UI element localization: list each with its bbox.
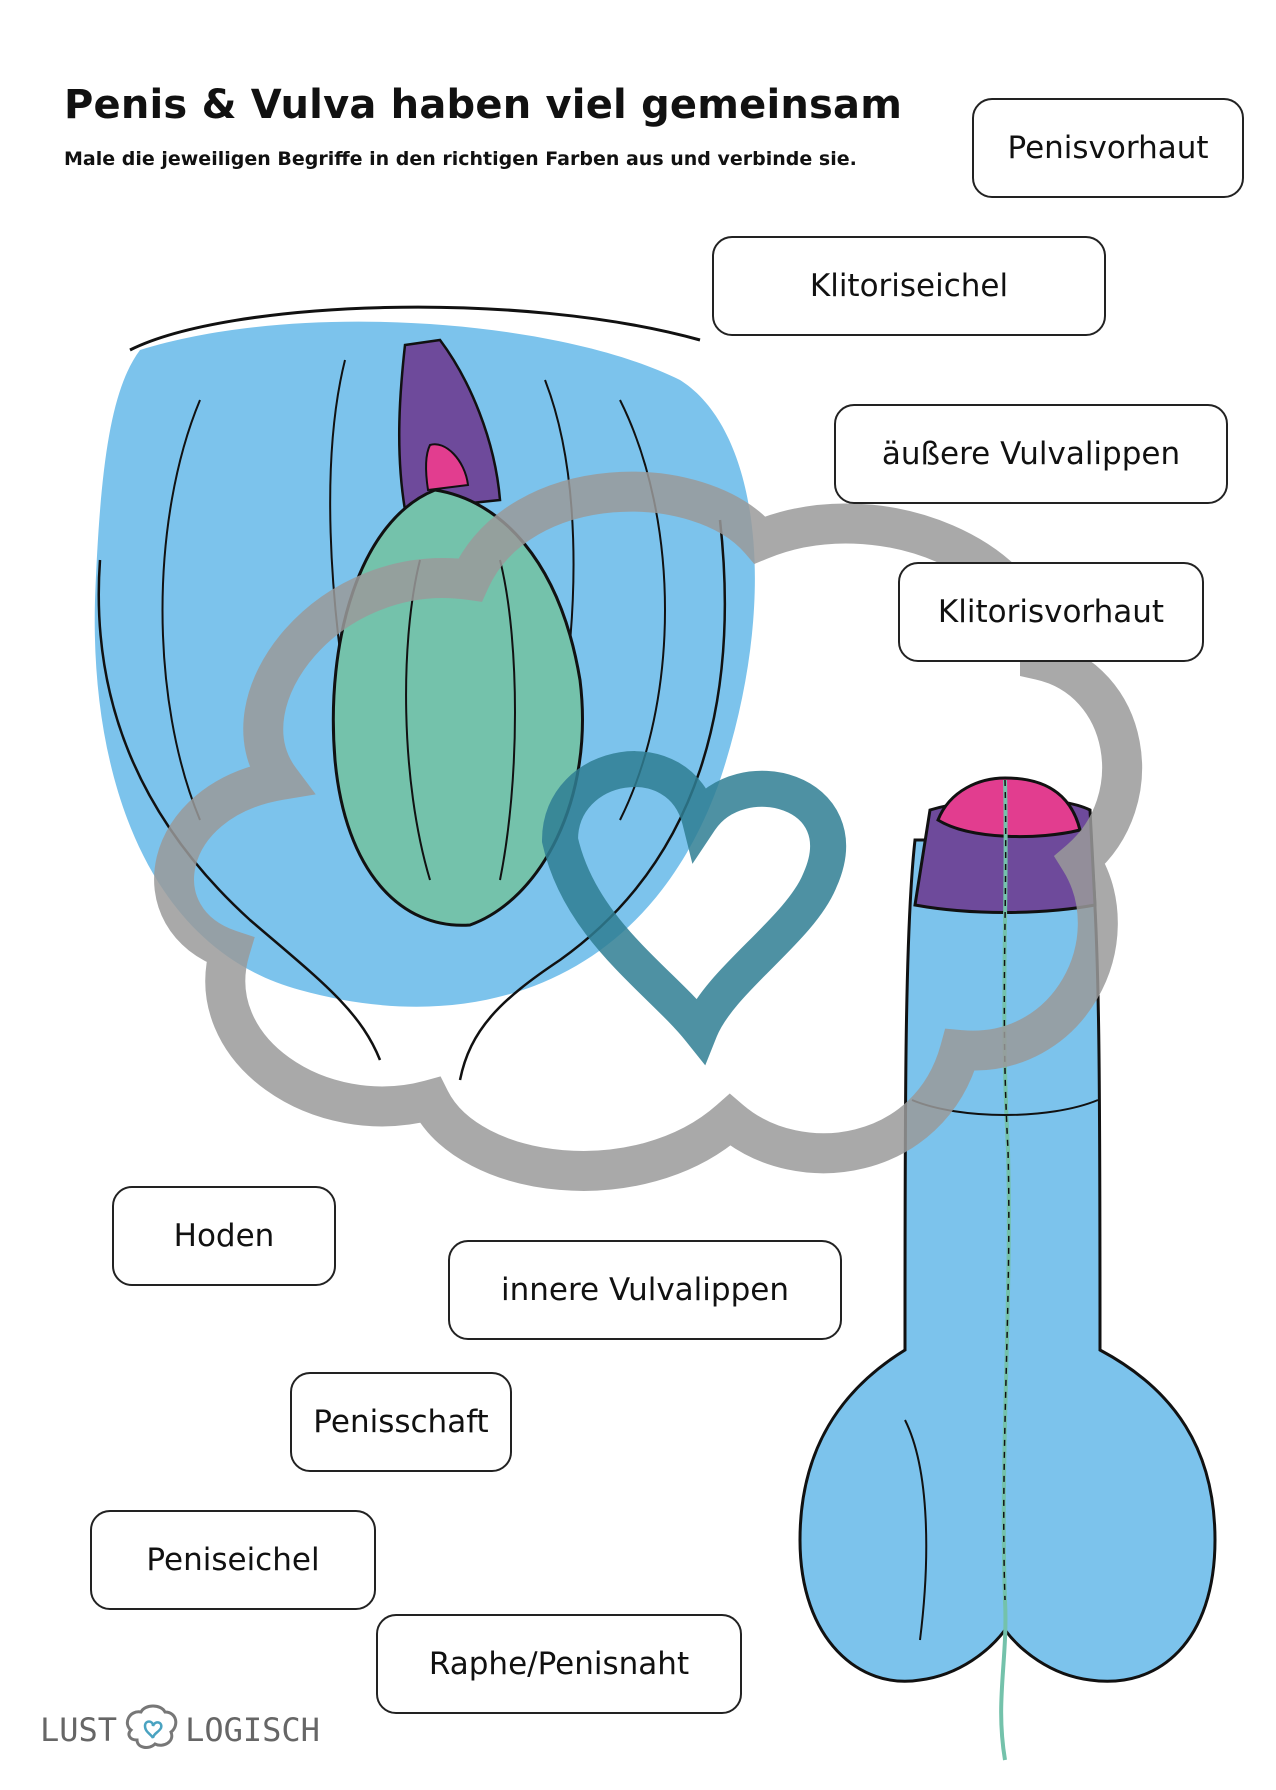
- page-title: Penis & Vulva haben viel gemeinsam: [64, 82, 903, 128]
- label-hoden[interactable]: Hoden: [112, 1186, 336, 1286]
- logo-left-text: LUST: [40, 1711, 118, 1749]
- label-penisschaft[interactable]: Penisschaft: [290, 1372, 512, 1472]
- label-klitoriseichel[interactable]: Klitoriseichel: [712, 236, 1106, 336]
- label-innere-vulvalippen[interactable]: innere Vulvalippen: [448, 1240, 842, 1340]
- label-raphe-penisnaht[interactable]: Raphe/Penisnaht: [376, 1614, 742, 1714]
- label-aeussere-vulvalippen[interactable]: äußere Vulvalippen: [834, 404, 1228, 504]
- label-klitorisvorhaut[interactable]: Klitorisvorhaut: [898, 562, 1204, 662]
- penis-illustration: [798, 776, 1217, 1761]
- logo-right-text: LOGISCH: [185, 1711, 320, 1749]
- label-penisvorhaut[interactable]: Penisvorhaut: [972, 98, 1244, 198]
- label-peniseichel[interactable]: Peniseichel: [90, 1510, 376, 1610]
- brand-logo: LUST LOGISCH: [40, 1700, 320, 1760]
- vulva-illustration: [94, 305, 755, 1081]
- page-subtitle: Male die jeweiligen Begriffe in den rich…: [64, 148, 857, 170]
- brain-logo-icon: [121, 1700, 181, 1760]
